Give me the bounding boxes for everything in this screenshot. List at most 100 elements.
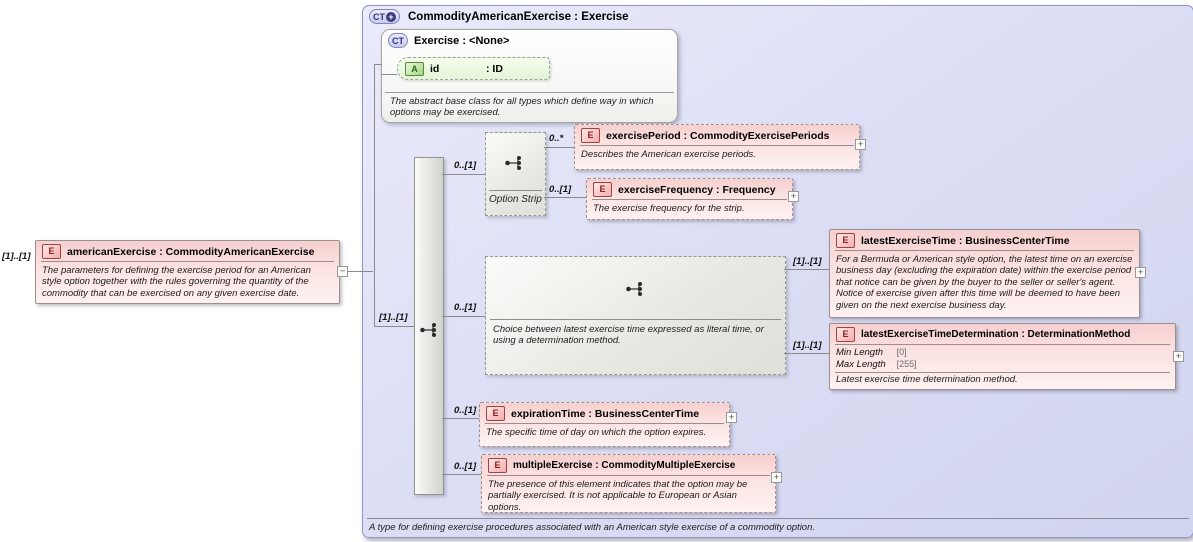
- element-box-american-exercise[interactable]: E americanExercise : CommodityAmericanEx…: [35, 240, 340, 304]
- latest-exercise-time-determination-cardinality: [1]..[1]: [793, 340, 822, 351]
- collapse-button[interactable]: −: [337, 266, 348, 277]
- element-badge-icon: E: [593, 182, 612, 197]
- choice-group-box[interactable]: Choice between latest exercise time expr…: [485, 256, 786, 375]
- element-title: expirationTime : BusinessCenterTime: [511, 407, 700, 420]
- element-description: The parameters for defining the exercise…: [42, 265, 311, 299]
- element-badge-icon: E: [488, 458, 507, 473]
- expand-button[interactable]: +: [788, 191, 799, 202]
- latest-exercise-time-line: [784, 269, 829, 270]
- extension-plus-icon: +: [386, 11, 396, 22]
- facet-value: [255]: [896, 358, 917, 369]
- element-title: americanExercise : CommodityAmericanExer…: [67, 245, 315, 258]
- facet-max-length: Max Length [255]: [836, 359, 1169, 371]
- choice-separator: [490, 319, 781, 320]
- element-separator: [592, 199, 787, 200]
- latest-exercise-time-cardinality: [1]..[1]: [793, 256, 822, 267]
- expiration-time-cardinality: 0..[1]: [454, 405, 477, 416]
- option-strip-group-box[interactable]: Option Strip: [485, 132, 546, 216]
- complex-type-title: CommodityAmericanExercise : Exercise: [408, 10, 629, 23]
- element-description: For a Bermuda or American style option, …: [836, 254, 1133, 311]
- element-separator: [835, 344, 1170, 345]
- multiple-exercise-line: [442, 474, 481, 475]
- expand-button[interactable]: +: [855, 139, 866, 150]
- complex-type-badge-icon: CT +: [369, 9, 400, 24]
- base-class-description: The abstract base class for all types wh…: [390, 96, 654, 119]
- sequence-icon: [420, 323, 436, 337]
- expand-button[interactable]: +: [1135, 267, 1146, 278]
- element-badge-icon: E: [42, 244, 61, 259]
- choice-cardinality: 0..[1]: [454, 302, 477, 313]
- expiration-time-line: [442, 418, 479, 419]
- element-title: latestExerciseTime : BusinessCenterTime: [861, 234, 1070, 247]
- sequence-icon: [505, 156, 521, 170]
- element-badge-icon: E: [836, 233, 855, 248]
- element-separator: [487, 475, 770, 476]
- facet-name: Min Length: [836, 347, 884, 358]
- exercise-frequency-cardinality: 0..[1]: [549, 184, 572, 195]
- option-strip-label: Option Strip: [489, 194, 542, 205]
- element-box-exercise-period[interactable]: E exercisePeriod : CommodityExercisePeri…: [574, 124, 860, 170]
- complex-type-header: CT + CommodityAmericanExercise : Exercis…: [369, 9, 629, 24]
- element-separator: [835, 371, 1170, 373]
- element-badge-icon: E: [581, 128, 600, 143]
- element-description: The presence of this element indicates t…: [488, 479, 748, 513]
- attribute-name: id: [430, 62, 440, 75]
- element-badge-icon: E: [486, 406, 505, 421]
- exercise-frequency-line: [544, 197, 586, 198]
- exercise-period-line: [544, 147, 574, 148]
- element-separator: [41, 261, 334, 262]
- root-cardinality: [1]..[1]: [2, 251, 31, 262]
- expand-button[interactable]: +: [1173, 351, 1184, 362]
- element-separator: [580, 145, 854, 146]
- base-class-title: Exercise : <None>: [414, 34, 510, 47]
- attribute-id-box[interactable]: A id : ID: [397, 57, 550, 80]
- element-description: Describes the American exercise periods.: [581, 149, 756, 160]
- element-separator: [835, 250, 1134, 251]
- element-title: latestExerciseTimeDetermination : Determ…: [861, 329, 1131, 340]
- element-title: exercisePeriod : CommodityExercisePeriod…: [606, 129, 830, 142]
- sequence-compositor-bar[interactable]: [414, 157, 444, 495]
- option-strip-cardinality: 0..[1]: [454, 160, 477, 171]
- root-connector-line: [348, 271, 373, 272]
- element-title: exerciseFrequency : Frequency: [618, 183, 776, 196]
- element-description: The exercise frequency for the strip.: [593, 203, 745, 214]
- choice-icon: [626, 282, 642, 296]
- option-strip-line: [442, 174, 485, 175]
- option-strip-separator: [489, 190, 542, 191]
- complex-type-container[interactable]: CT + CommodityAmericanExercise : Exercis…: [362, 5, 1193, 538]
- base-stub-line: [374, 64, 382, 65]
- base-class-separator: [385, 92, 674, 93]
- element-box-latest-exercise-time-determination[interactable]: E latestExerciseTimeDetermination : Dete…: [829, 323, 1176, 390]
- latest-exercise-time-determination-line: [784, 353, 829, 354]
- element-title: multipleExercise : CommodityMultipleExer…: [513, 460, 736, 471]
- base-vertical-line: [374, 64, 375, 327]
- base-class-ct-badge-icon: CT: [388, 33, 408, 48]
- multiple-exercise-cardinality: 0..[1]: [454, 461, 477, 472]
- base-class-box[interactable]: CT Exercise : <None> A id : ID The abstr…: [381, 29, 678, 123]
- attribute-type: : ID: [486, 62, 503, 75]
- complex-type-badge-label: CT: [373, 11, 385, 22]
- element-description: Latest exercise time determination metho…: [836, 373, 1018, 385]
- expand-button[interactable]: +: [771, 472, 782, 483]
- element-separator: [485, 423, 724, 424]
- sequence-in-line: [374, 326, 414, 327]
- element-box-expiration-time[interactable]: E expirationTime : BusinessCenterTime Th…: [479, 402, 730, 447]
- element-description: The specific time of day on which the op…: [486, 427, 707, 438]
- choice-description: Choice between latest exercise time expr…: [493, 324, 764, 347]
- exercise-period-cardinality: 0..*: [549, 133, 564, 144]
- facet-name: Max Length: [836, 358, 886, 370]
- choice-line: [442, 316, 485, 317]
- element-box-multiple-exercise[interactable]: E multipleExercise : CommodityMultipleEx…: [481, 454, 776, 513]
- container-footer-text: A type for defining exercise procedures …: [369, 522, 816, 533]
- container-footer-separator: A type for defining exercise procedures …: [367, 518, 1189, 533]
- element-box-exercise-frequency[interactable]: E exerciseFrequency : Frequency The exer…: [586, 178, 793, 220]
- facet-value: [0]: [896, 347, 907, 357]
- facet-list: Min Length [0] Max Length [255]: [830, 345, 1175, 372]
- element-box-latest-exercise-time[interactable]: E latestExerciseTime : BusinessCenterTim…: [829, 229, 1140, 318]
- attribute-connector-line: [382, 74, 397, 75]
- element-badge-icon: E: [836, 327, 855, 342]
- facet-min-length: Min Length [0]: [836, 347, 1169, 359]
- sequence-cardinality: [1]..[1]: [379, 312, 408, 323]
- expand-button[interactable]: +: [726, 412, 737, 423]
